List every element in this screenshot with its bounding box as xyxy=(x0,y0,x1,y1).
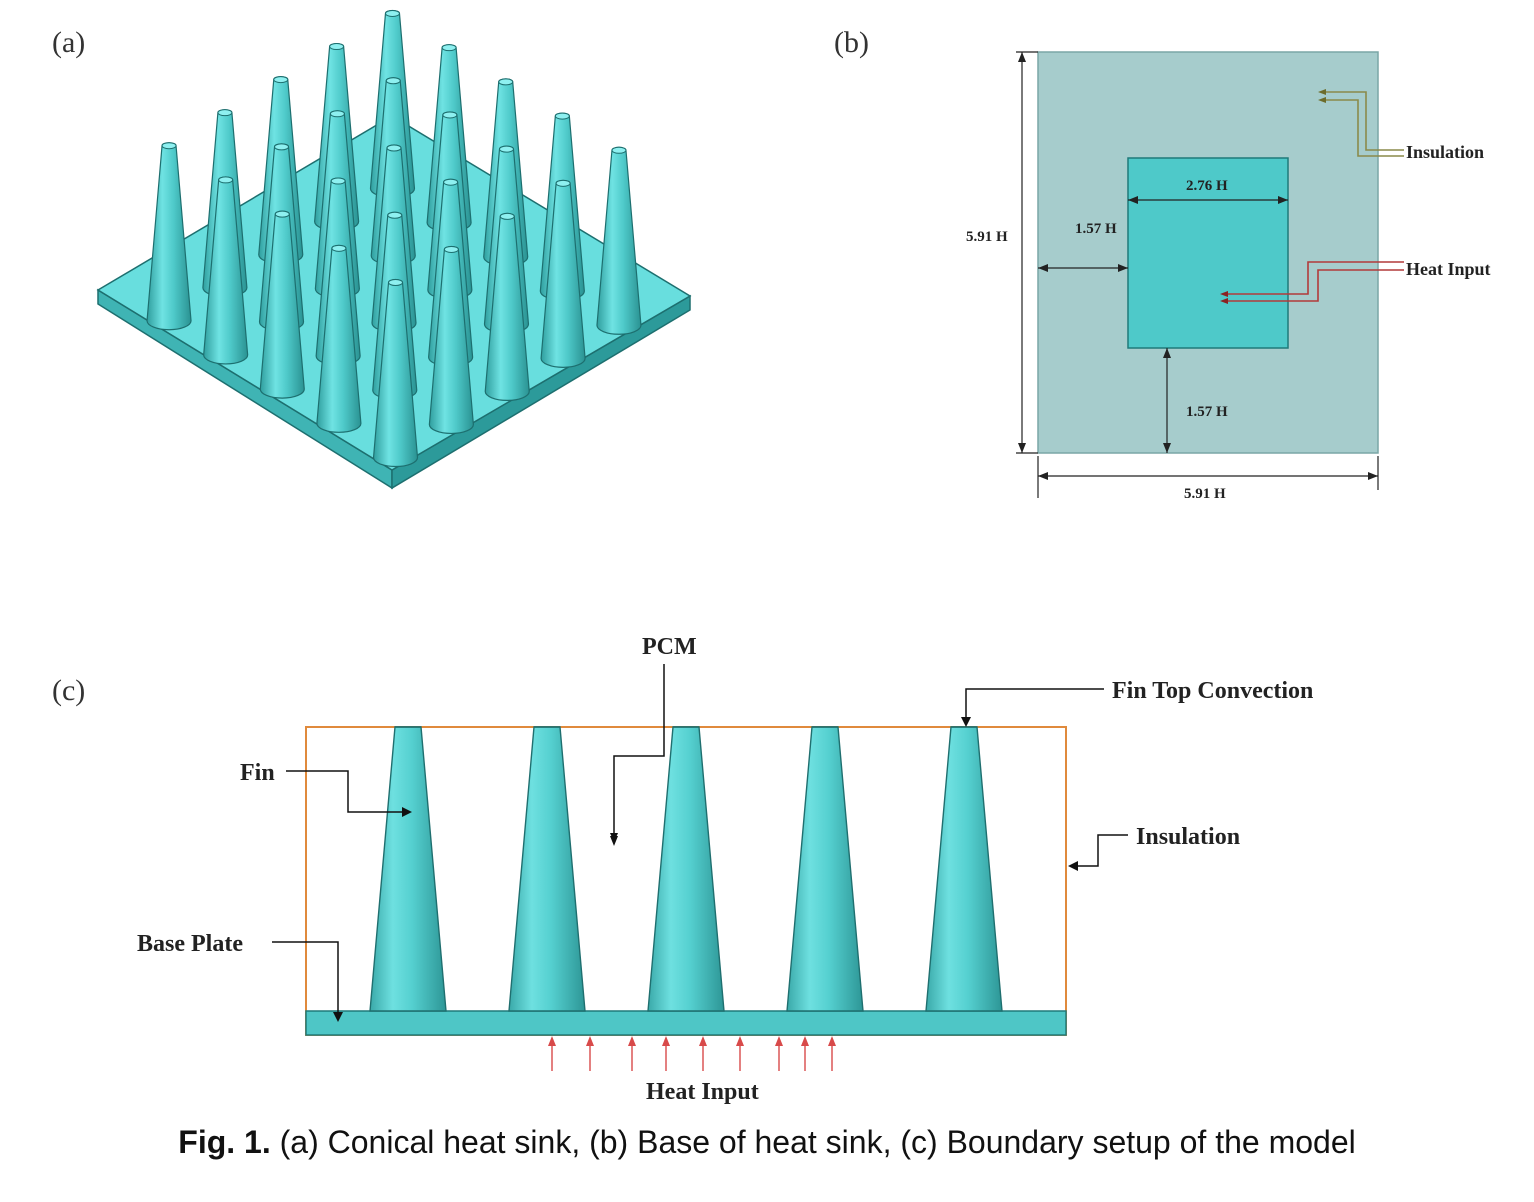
dim-bottom-offset-label: 1.57 H xyxy=(1186,404,1228,420)
fin-top-arrowhead xyxy=(961,717,971,727)
dim-height-label: 5.91 H xyxy=(966,229,1008,245)
dim-left-arrow-a xyxy=(1038,264,1048,272)
cone-fin xyxy=(146,142,192,331)
fin-cone xyxy=(925,726,1003,1012)
panel-b: (b) 5.91 H 5.91 H 2.76 H 1.57 H 1.57 H xyxy=(834,26,1491,502)
heat-arrow xyxy=(662,1036,670,1071)
panel-c-label: (c) xyxy=(52,674,85,707)
panel-a-label: (a) xyxy=(52,26,85,59)
caption-prefix: Fig. 1. xyxy=(178,1124,271,1160)
dim-width-arrow-left xyxy=(1038,472,1048,480)
heat-input-label-b: Heat Input xyxy=(1406,259,1491,279)
insulation-label-b: Insulation xyxy=(1406,142,1484,162)
fin-top-convection-label: Fin Top Convection xyxy=(1112,678,1313,704)
heat-arrow xyxy=(775,1036,783,1071)
cone-fin xyxy=(484,212,530,401)
fin-cone xyxy=(647,726,725,1012)
heat-arrow xyxy=(548,1036,556,1071)
conical-heat-sink xyxy=(96,9,692,490)
insulation-arrowhead-c xyxy=(1068,861,1078,871)
panel-c: (c) PCM Fin Top Convection Fin Insulatio… xyxy=(52,634,1313,1105)
fin-row xyxy=(369,726,1003,1012)
cone-fin xyxy=(428,245,474,435)
heat-input-region xyxy=(1127,157,1289,349)
cone-fin xyxy=(316,244,362,433)
dim-bottom-arrow-b xyxy=(1163,443,1171,453)
base-plate-arrowhead xyxy=(333,1012,343,1022)
dim-width-label: 5.91 H xyxy=(1184,486,1226,502)
heat-input-arrow-2 xyxy=(1220,298,1228,304)
insulation-arrow-2 xyxy=(1318,97,1326,103)
heat-input-label-c: Heat Input xyxy=(646,1079,759,1105)
heat-arrow xyxy=(628,1036,636,1071)
fin-top-leader xyxy=(965,688,1104,720)
dim-left-arrow-b xyxy=(1118,264,1128,272)
fin-array xyxy=(146,9,642,468)
heat-arrow xyxy=(699,1036,707,1071)
dim-bottom-arrow-a xyxy=(1163,348,1171,358)
pcm-label: PCM xyxy=(642,634,697,660)
dim-width-arrow-right xyxy=(1368,472,1378,480)
heat-arrow xyxy=(828,1036,836,1071)
dim-inner-width-label: 2.76 H xyxy=(1186,178,1228,194)
heat-arrow xyxy=(586,1036,594,1071)
insulation-leader xyxy=(1322,91,1404,157)
caption-text: (a) Conical heat sink, (b) Base of heat … xyxy=(270,1124,1356,1160)
base-plate-leader xyxy=(272,941,339,1014)
dim-height-arrow-bottom xyxy=(1018,443,1026,453)
heat-input-leader xyxy=(1224,261,1404,302)
pcm-arrowhead xyxy=(610,836,618,846)
panel-a: (a) xyxy=(52,9,692,490)
cone-fin xyxy=(540,179,586,368)
cone-fin xyxy=(596,146,642,335)
dim-inner-arrow-right xyxy=(1278,196,1288,204)
dim-inner-arrow-left xyxy=(1128,196,1138,204)
cone-fin xyxy=(372,278,419,468)
dim-height-arrow-top xyxy=(1018,52,1026,62)
base-plate-label: Base Plate xyxy=(137,931,243,957)
heat-arrow xyxy=(736,1036,744,1071)
heat-input-arrows xyxy=(548,1036,836,1071)
insulation-leader-c xyxy=(1076,834,1128,867)
base-plate xyxy=(305,1010,1067,1036)
fin-leader xyxy=(286,770,404,813)
figure-caption: Fig. 1. (a) Conical heat sink, (b) Base … xyxy=(0,1124,1534,1161)
pcm-leader xyxy=(610,664,665,842)
fin-cone xyxy=(369,726,447,1012)
insulation-label-c: Insulation xyxy=(1136,824,1240,850)
insulation-arrow-1 xyxy=(1318,89,1326,95)
fin-cone xyxy=(508,726,586,1012)
cone-fin xyxy=(259,210,305,399)
fin-label: Fin xyxy=(240,760,275,786)
cone-fin xyxy=(203,176,249,365)
heat-arrow xyxy=(801,1036,809,1071)
heat-input-arrow-1 xyxy=(1220,291,1228,297)
fin-cone xyxy=(786,726,864,1012)
dim-left-offset-label: 1.57 H xyxy=(1075,221,1117,237)
fin-arrowhead xyxy=(402,807,412,817)
panel-b-label: (b) xyxy=(834,26,869,59)
